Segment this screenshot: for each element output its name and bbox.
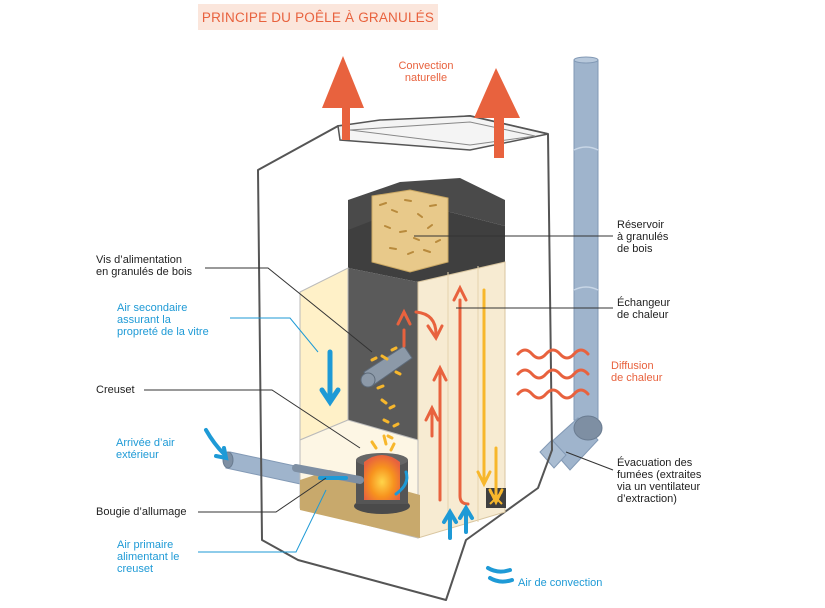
label-evacuation: Évacuation des fumées (extraites via un …	[617, 457, 702, 505]
label-echangeur: Échangeur de chaleur	[617, 297, 671, 321]
label-creuset: Creuset	[96, 384, 135, 396]
label-vis-alimentation: Vis d’alimentation en granulés de bois	[96, 254, 193, 278]
diagram-title: PRINCIPE DU POÊLE À GRANULÉS	[201, 9, 435, 25]
igniter	[292, 464, 364, 484]
flue-pipe	[539, 56, 603, 471]
label-reservoir: Réservoir à granulés de bois	[617, 219, 669, 255]
label-air-secondaire: Air secondaire assurant la propreté de l…	[117, 302, 209, 338]
leader-lines	[144, 235, 614, 553]
pellet-reservoir	[371, 189, 449, 273]
label-air-primaire: Air primaire alimentant le creuset	[117, 539, 180, 575]
convection-arrows	[322, 56, 520, 158]
label-convection-naturelle: Convection naturelle	[398, 60, 454, 84]
title-banner: PRINCIPE DU POÊLE À GRANULÉS	[198, 4, 438, 30]
heat-waves	[516, 348, 590, 400]
internal-flow	[394, 284, 504, 506]
feed-screw	[360, 345, 413, 440]
label-bougie: Bougie d’allumage	[96, 506, 187, 518]
label-arrivee-air: Arrivée d’air extérieur	[116, 437, 175, 461]
air-arrows	[204, 349, 514, 584]
label-diffusion: Diffusion de chaleur	[611, 360, 663, 384]
label-air-convection: Air de convection	[518, 577, 603, 589]
